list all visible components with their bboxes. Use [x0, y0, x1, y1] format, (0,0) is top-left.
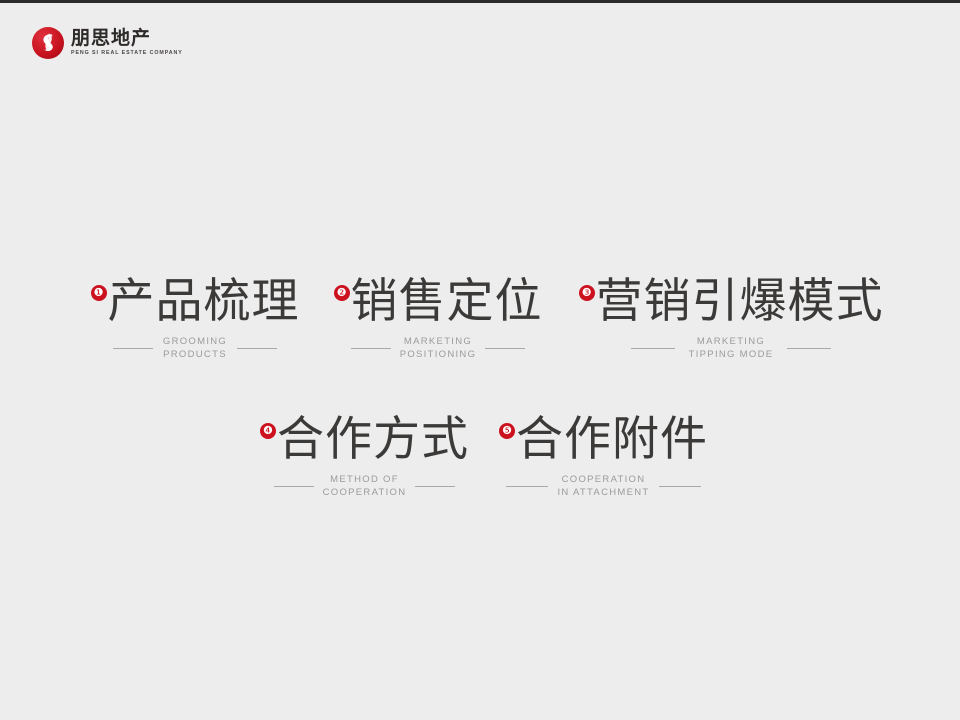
agenda-item-title: 销售定位 [350, 274, 543, 329]
agenda-item-title: 营销引爆模式 [595, 274, 884, 329]
subtitle-line-2: POSITIONING [399, 349, 477, 360]
rule-right [415, 485, 456, 487]
subtitle-line-1: MARKETING [403, 336, 473, 347]
agenda-item-subtitle: MARKETING POSITIONING [350, 335, 526, 361]
agenda-item-title: 合作附件 [516, 412, 708, 467]
subtitle-line-1: COOPERATION [561, 474, 646, 485]
agenda-item-subtitle-text: GROOMING PRODUCTS [163, 335, 227, 361]
agenda-item-subtitle-text: MARKETING TIPPING MODE [689, 335, 774, 361]
pengsi-flame-logo-icon [32, 27, 64, 59]
agenda-item-subtitle: COOPERATION IN ATTACHMENT [506, 473, 701, 499]
rule-right [237, 347, 278, 349]
logo-company-name-en: PENG SI REAL ESTATE COMPANY [71, 50, 183, 57]
agenda-item-marketing-positioning[interactable]: ❷ 销售定位 MARKETING POSITIONING [328, 275, 549, 361]
rule-left [506, 485, 549, 487]
agenda-item-subtitle-text: METHOD OF COOPERATION [323, 473, 407, 499]
rule-right [485, 347, 526, 349]
subtitle-line-2: IN ATTACHMENT [557, 487, 650, 498]
agenda-item-number-badge: ❸ [578, 285, 595, 301]
company-logo: 朋思地产 PENG SI REAL ESTATE COMPANY [32, 27, 183, 59]
subtitle-line-1: METHOD OF [330, 474, 399, 485]
logo-wordmark: 朋思地产 PENG SI REAL ESTATE COMPANY [71, 27, 183, 57]
rule-left [630, 347, 675, 349]
subtitle-line-2: TIPPING MODE [688, 349, 774, 360]
subtitle-line-2: COOPERATION [322, 487, 407, 498]
agenda-item-heading: ❷ 销售定位 [333, 274, 543, 329]
agenda-item-number-badge: ❹ [260, 423, 276, 439]
agenda-row-2: ❹ 合作方式 METHOD OF COOPERATION ❺ 合作附件 [0, 413, 960, 499]
agenda-item-subtitle-text: MARKETING POSITIONING [400, 335, 477, 361]
agenda-row-1: ❶ 产品梳理 GROOMING PRODUCTS ❷ 销售定位 [0, 275, 960, 361]
agenda-item-subtitle: METHOD OF COOPERATION [273, 473, 456, 499]
rule-right [658, 485, 701, 487]
agenda-item-heading: ❸ 营销引爆模式 [578, 274, 884, 329]
agenda-item-heading: ❶ 产品梳理 [90, 274, 300, 329]
agenda-list: ❶ 产品梳理 GROOMING PRODUCTS ❷ 销售定位 [0, 275, 960, 499]
agenda-item-heading: ❺ 合作附件 [499, 413, 708, 467]
agenda-item-subtitle: MARKETING TIPPING MODE [630, 335, 832, 361]
agenda-item-number-badge: ❶ [90, 285, 107, 301]
logo-company-name-cn: 朋思地产 [71, 27, 152, 50]
agenda-item-title: 合作方式 [277, 412, 469, 467]
rule-left [350, 347, 391, 349]
rule-right [787, 347, 832, 349]
agenda-item-subtitle-text: COOPERATION IN ATTACHMENT [557, 473, 649, 499]
agenda-item-marketing-tipping-mode[interactable]: ❸ 营销引爆模式 MARKETING TIPPING MODE [573, 275, 890, 361]
agenda-item-heading: ❹ 合作方式 [260, 413, 469, 467]
subtitle-line-2: PRODUCTS [163, 349, 227, 360]
agenda-item-cooperation-in-attachment[interactable]: ❺ 合作附件 COOPERATION IN ATTACHMENT [493, 413, 714, 499]
subtitle-line-1: MARKETING [696, 336, 766, 347]
agenda-item-title: 产品梳理 [107, 274, 300, 329]
rule-left [112, 347, 153, 349]
agenda-item-number-badge: ❺ [499, 423, 515, 439]
agenda-item-method-of-cooperation[interactable]: ❹ 合作方式 METHOD OF COOPERATION [254, 413, 475, 499]
agenda-item-grooming-products[interactable]: ❶ 产品梳理 GROOMING PRODUCTS [85, 275, 306, 361]
agenda-item-subtitle: GROOMING PRODUCTS [112, 335, 278, 361]
agenda-item-number-badge: ❷ [333, 285, 350, 301]
subtitle-line-1: GROOMING [162, 336, 228, 347]
rule-left [273, 485, 314, 487]
